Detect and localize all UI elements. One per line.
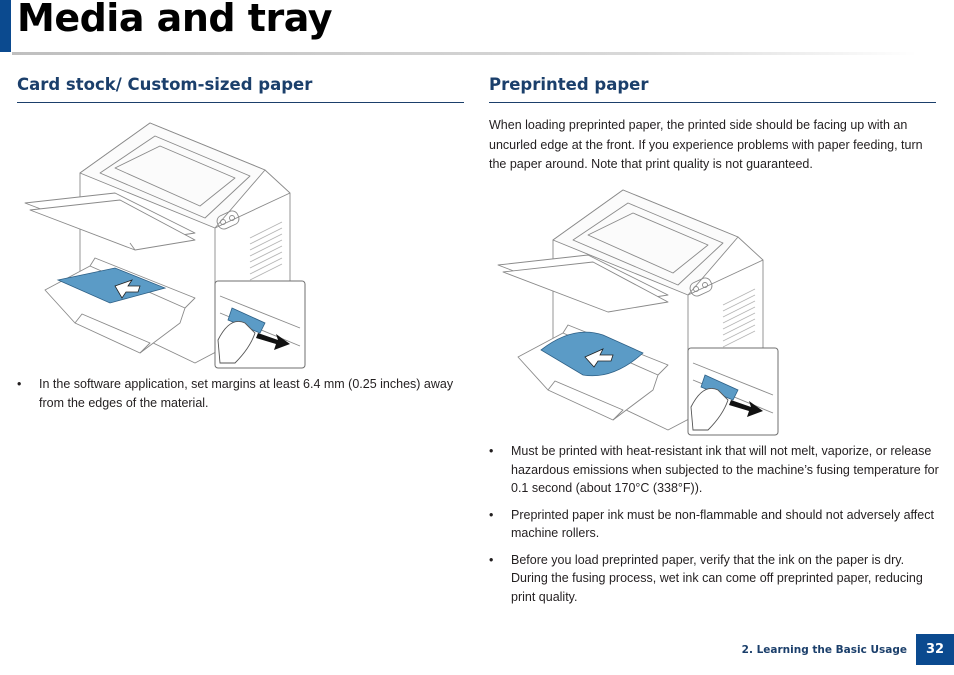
bullet-marker: • xyxy=(17,377,22,391)
bullet-text: Before you load preprinted paper, verify… xyxy=(511,552,923,604)
bullet-marker: • xyxy=(489,507,494,522)
preprinted-bullets: • Must be printed with heat-resistant in… xyxy=(489,442,939,614)
page-title: Media and tray xyxy=(17,0,332,40)
footer-section-link[interactable]: 2. Learning the Basic Usage xyxy=(741,644,907,656)
list-item: • Before you load preprinted paper, veri… xyxy=(489,551,939,607)
bullet-marker: • xyxy=(489,444,494,458)
printer-preprinted-illustration xyxy=(497,189,779,436)
bullet-text: Preprinted paper ink must be non-flammab… xyxy=(511,507,934,541)
page-number: 32 xyxy=(916,634,954,665)
bullet-text: Must be printed with heat-resistant ink … xyxy=(511,444,939,495)
preprinted-intro: When loading preprinted paper, the print… xyxy=(489,118,923,171)
printer-card-stock-illustration xyxy=(24,122,306,369)
list-item: • In the software application, set margi… xyxy=(17,375,464,412)
list-item: • Preprinted paper ink must be non-flamm… xyxy=(489,506,939,543)
section-rule-card-stock xyxy=(17,102,464,103)
bullet-marker: • xyxy=(489,552,494,567)
bullet-text: In the software application, set margins… xyxy=(39,377,454,410)
section-rule-preprinted xyxy=(489,102,936,103)
list-item: • Must be printed with heat-resistant in… xyxy=(489,442,939,498)
title-accent-bar xyxy=(0,0,11,52)
section-heading-preprinted: Preprinted paper xyxy=(489,75,649,94)
section-heading-card-stock: Card stock/ Custom-sized paper xyxy=(17,75,313,94)
title-divider xyxy=(12,52,917,55)
card-stock-bullets: • In the software application, set margi… xyxy=(17,375,464,420)
